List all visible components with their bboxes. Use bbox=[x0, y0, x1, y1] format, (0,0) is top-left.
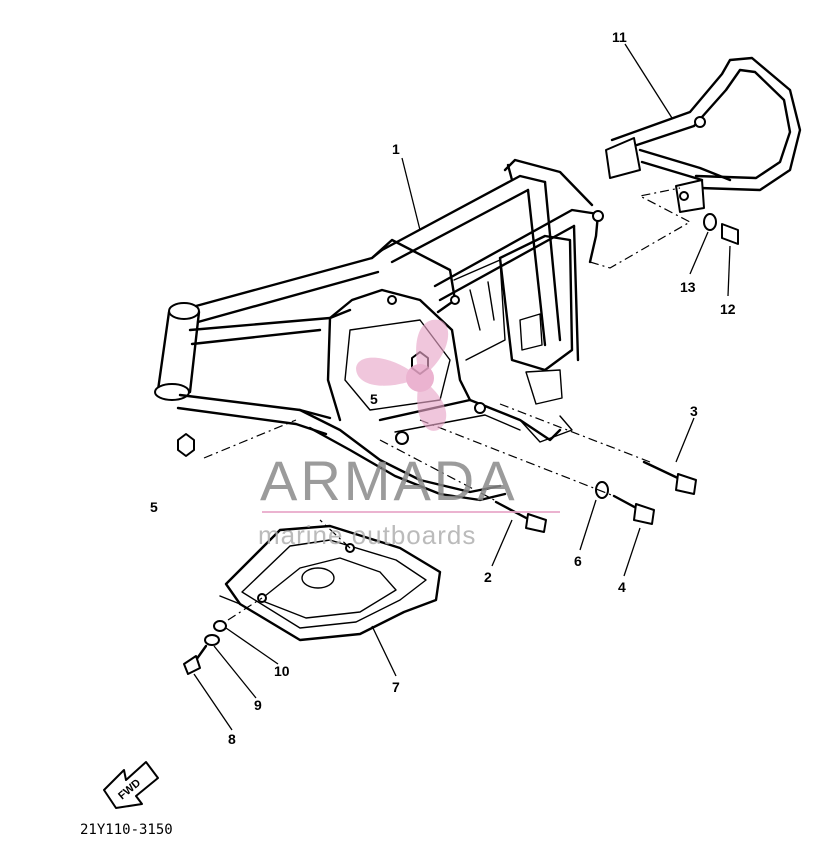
callout-5-left: 5 bbox=[150, 499, 158, 515]
callout-1: 1 bbox=[392, 141, 400, 157]
collar-part-10 bbox=[213, 620, 227, 632]
callout-6: 6 bbox=[574, 553, 582, 569]
washer-part-9 bbox=[204, 634, 220, 646]
bolt-part-12 bbox=[721, 223, 739, 245]
callout-3: 3 bbox=[690, 403, 698, 419]
alignment-lines bbox=[203, 187, 692, 621]
callout-4: 4 bbox=[618, 579, 626, 595]
callout-13: 13 bbox=[680, 279, 696, 295]
fwd-direction-arrow: FWD bbox=[103, 761, 159, 809]
drawing-code: 21Y110-3150 bbox=[80, 822, 173, 838]
callout-2: 2 bbox=[484, 569, 492, 585]
callout-7: 7 bbox=[392, 679, 400, 695]
leader-lines bbox=[193, 43, 731, 731]
watermark-subtitle: marine outboards bbox=[258, 520, 476, 550]
washer-part-6 bbox=[595, 481, 609, 499]
nut-part-5-left bbox=[177, 433, 195, 457]
main-frame bbox=[154, 158, 604, 502]
callout-9: 9 bbox=[254, 697, 262, 713]
bolt-part-8 bbox=[183, 644, 208, 675]
callout-5-center: 5 bbox=[370, 391, 378, 407]
callout-12: 12 bbox=[720, 301, 736, 317]
watermark-title: ARMADA bbox=[260, 449, 518, 512]
washer-part-13 bbox=[703, 213, 717, 231]
callout-8: 8 bbox=[228, 731, 236, 747]
propeller-logo-icon bbox=[356, 319, 449, 431]
bolt-part-4 bbox=[612, 494, 655, 525]
part-callouts: 1 2 3 4 5 5 6 7 8 9 10 11 12 13 bbox=[150, 29, 736, 747]
bolt-part-3 bbox=[642, 460, 697, 495]
callout-10: 10 bbox=[274, 663, 290, 679]
callout-11: 11 bbox=[612, 29, 627, 45]
skid-plate bbox=[219, 524, 442, 642]
bolt-part-2 bbox=[494, 500, 547, 533]
rear-guard-bar bbox=[605, 56, 802, 213]
watermark: ARMADA marine outboards bbox=[258, 319, 560, 550]
